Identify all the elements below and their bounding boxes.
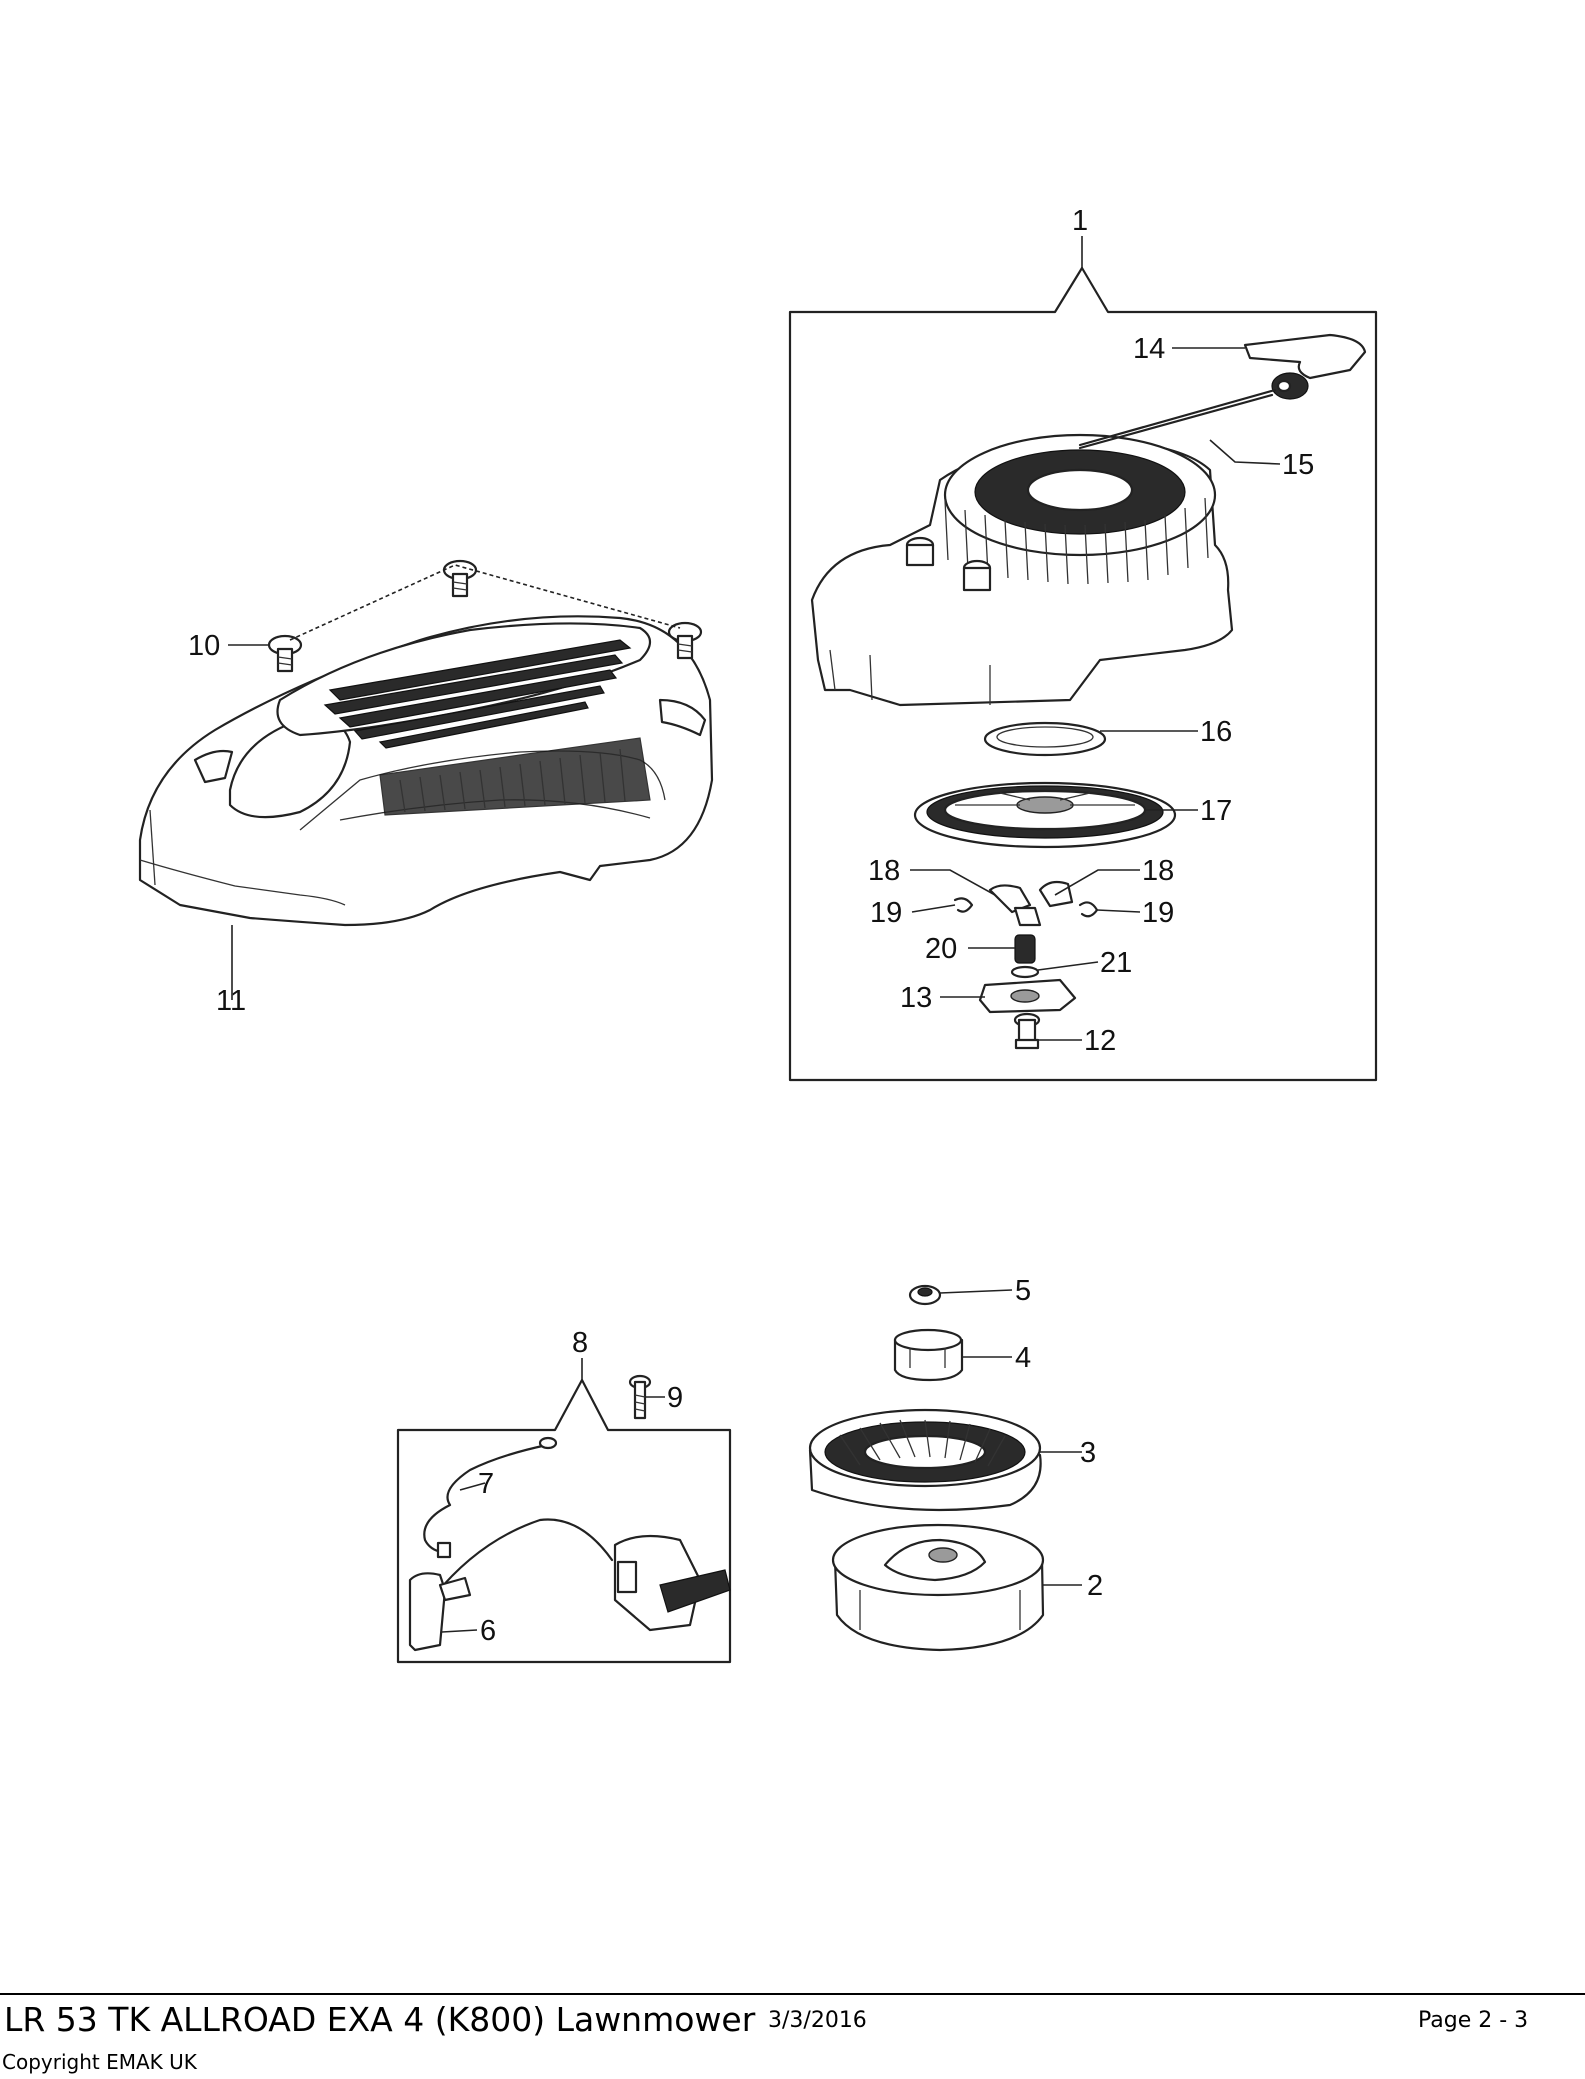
pawl-springs-19 xyxy=(953,897,1099,918)
cooling-fan-3 xyxy=(808,1408,1042,1512)
document-date: 3/3/2016 xyxy=(768,2008,867,2033)
ignition-coil xyxy=(433,1518,731,1632)
callout-21: 21 xyxy=(1100,947,1132,979)
starter-housing xyxy=(810,433,1234,707)
nut-5 xyxy=(908,1284,942,1306)
starter-handle-14 xyxy=(1243,333,1367,400)
starter-pulley-17 xyxy=(913,781,1177,849)
callout-20: 20 xyxy=(925,933,957,965)
callout-2: 2 xyxy=(1087,1570,1103,1602)
callout-6: 6 xyxy=(480,1615,496,1647)
starter-rope-15 xyxy=(1078,388,1277,450)
ground-wire-7 xyxy=(423,1436,558,1559)
copyright: Copyright EMAK UK xyxy=(2,2050,197,2074)
callout-9: 9 xyxy=(667,1382,683,1414)
callout-15: 15 xyxy=(1282,449,1314,481)
shroud-grille-front xyxy=(379,737,651,816)
callout-8: 8 xyxy=(572,1327,588,1359)
bolt-9 xyxy=(628,1374,652,1420)
callout-10: 10 xyxy=(188,630,220,662)
callout-7: 7 xyxy=(478,1468,494,1500)
callout-19-left: 19 xyxy=(870,897,902,929)
callout-18-right: 18 xyxy=(1142,855,1174,887)
callout-18-left: 18 xyxy=(868,855,900,887)
callout-13: 13 xyxy=(900,982,932,1014)
starter-spring-16 xyxy=(983,721,1107,757)
callout-16: 16 xyxy=(1200,716,1232,748)
callout-11: 11 xyxy=(216,985,246,1017)
flywheel-2 xyxy=(831,1523,1045,1652)
callout-5: 5 xyxy=(1015,1275,1031,1307)
starter-cup-4 xyxy=(893,1328,964,1382)
footer-rule xyxy=(0,1993,1585,1995)
callout-19-right: 19 xyxy=(1142,897,1174,929)
page-number: Page 2 - 3 xyxy=(1418,2008,1529,2033)
callout-3: 3 xyxy=(1080,1437,1096,1469)
screw-12 xyxy=(1013,1012,1041,1050)
friction-plate-13 xyxy=(978,978,1077,1014)
callout-12: 12 xyxy=(1084,1025,1116,1057)
parts-diagram: 1 14 15 10 16 17 18 18 19 19 20 21 13 12… xyxy=(138,205,1378,1664)
shroud-grille-top xyxy=(323,639,632,749)
screw-10 xyxy=(267,559,703,673)
spark-plug-cap-6 xyxy=(408,1572,472,1652)
callout-1: 1 xyxy=(1072,205,1088,237)
spring-20-washer-21 xyxy=(1010,934,1040,979)
callout-14: 14 xyxy=(1133,333,1165,365)
document-title: LR 53 TK ALLROAD EXA 4 (K800) Lawnmower xyxy=(4,2000,756,2039)
engine-shroud xyxy=(138,615,714,927)
callout-17: 17 xyxy=(1200,795,1232,827)
callout-4: 4 xyxy=(1015,1342,1031,1374)
